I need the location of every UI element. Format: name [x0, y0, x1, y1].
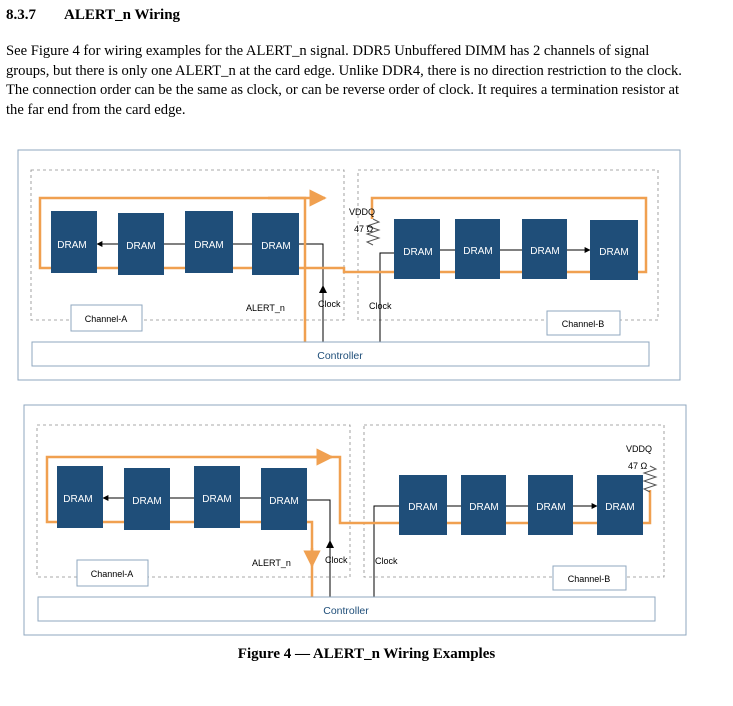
- top-channel-b-box: [546, 310, 621, 336]
- bottom-controller-box: [37, 596, 656, 622]
- top-channel-b-label: Channel-B: [562, 319, 605, 329]
- bottom-channel-b-label: Channel-B: [568, 574, 611, 584]
- bottom-termination-resistor: [642, 465, 658, 493]
- bottom-clock-b-label: Clock: [375, 556, 398, 566]
- bottom-channel-a-region: [36, 424, 351, 578]
- top-vddq-label: VDDQ: [349, 207, 375, 217]
- top-channel-a-label: Channel-A: [85, 314, 128, 324]
- bottom-dram-a4: [261, 468, 307, 530]
- bottom-dram-b4: [597, 475, 643, 535]
- top-resistor-label: 47 Ω: [354, 224, 374, 234]
- bottom-dram-a3-label: DRAM: [202, 494, 231, 505]
- top-clock-b-label: Clock: [369, 301, 392, 311]
- bottom-dram-a4-label: DRAM: [269, 496, 298, 507]
- top-dram-a2: [118, 213, 164, 275]
- top-dram-a3: [185, 211, 233, 273]
- section-title: ALERT_n Wiring: [64, 7, 181, 23]
- top-channel-b-region: [357, 169, 659, 321]
- bottom-channel-a-label: Channel-A: [91, 569, 134, 579]
- top-channel-a-box: [70, 304, 143, 332]
- top-controller-label: Controller: [317, 350, 363, 362]
- bottom-dram-b1: [399, 475, 447, 535]
- bottom-dram-b1-label: DRAM: [408, 502, 437, 513]
- top-clock-a-label: Clock: [318, 299, 341, 309]
- bottom-clock-a-label: Clock: [325, 555, 348, 565]
- top-dram-b1: [394, 219, 440, 279]
- section-number: 8.3.7: [6, 7, 36, 23]
- top-dram-a1-label: DRAM: [57, 240, 86, 251]
- bottom-dram-a2-label: DRAM: [132, 496, 161, 507]
- bottom-dram-a3: [194, 466, 240, 528]
- bottom-dram-a1: [57, 466, 103, 528]
- bottom-channel-a-box: [76, 559, 149, 587]
- top-dram-b2: [455, 219, 500, 279]
- bottom-controller-label: Controller: [323, 605, 369, 617]
- bottom-wiring-diagram: DRAM DRAM DRAM DRAM DRAM DRAM DRAM DRAM …: [23, 404, 687, 636]
- bottom-dram-a1-label: DRAM: [63, 494, 92, 505]
- top-dram-a3-label: DRAM: [194, 240, 223, 251]
- bottom-dram-b2: [461, 475, 506, 535]
- bottom-dram-b2-label: DRAM: [469, 502, 498, 513]
- top-dram-b1-label: DRAM: [403, 247, 432, 258]
- bottom-dram-b4-label: DRAM: [605, 502, 634, 513]
- bottom-channel-b-box: [552, 565, 627, 591]
- top-controller-box: [31, 341, 650, 367]
- top-dram-a4: [252, 213, 299, 275]
- top-outer-frame: [17, 149, 681, 381]
- bottom-resistor-label: 47 Ω: [628, 461, 648, 471]
- top-channel-a-region: [30, 169, 345, 321]
- bottom-outer-frame: [23, 404, 687, 636]
- bottom-channel-b-region: [363, 424, 665, 578]
- section-heading: 8.3.7 ALERT_n Wiring: [6, 7, 180, 24]
- bottom-dram-a2: [124, 468, 170, 530]
- top-dram-a1: [51, 211, 97, 273]
- top-dram-a2-label: DRAM: [126, 241, 155, 252]
- top-dram-b3-label: DRAM: [530, 246, 559, 257]
- top-dram-a4-label: DRAM: [261, 241, 290, 252]
- top-termination-resistor: [365, 218, 381, 246]
- bottom-dram-b3-label: DRAM: [536, 502, 565, 513]
- figure-caption: Figure 4 — ALERT_n Wiring Examples: [237, 646, 496, 662]
- bottom-dram-b3: [528, 475, 573, 535]
- body-paragraph: See Figure 4 for wiring examples for the…: [6, 43, 682, 118]
- top-dram-b2-label: DRAM: [463, 246, 492, 257]
- top-dram-b3: [522, 219, 567, 279]
- top-dram-b4: [590, 220, 638, 280]
- bottom-vddq-label: VDDQ: [626, 444, 652, 454]
- top-dram-b4-label: DRAM: [599, 247, 628, 258]
- top-wiring-diagram: DRAM DRAM DRAM DRAM DRAM DRAM DRAM DRAM …: [17, 149, 681, 381]
- top-alert-label: ALERT_n: [246, 303, 285, 313]
- bottom-alert-label: ALERT_n: [252, 558, 291, 568]
